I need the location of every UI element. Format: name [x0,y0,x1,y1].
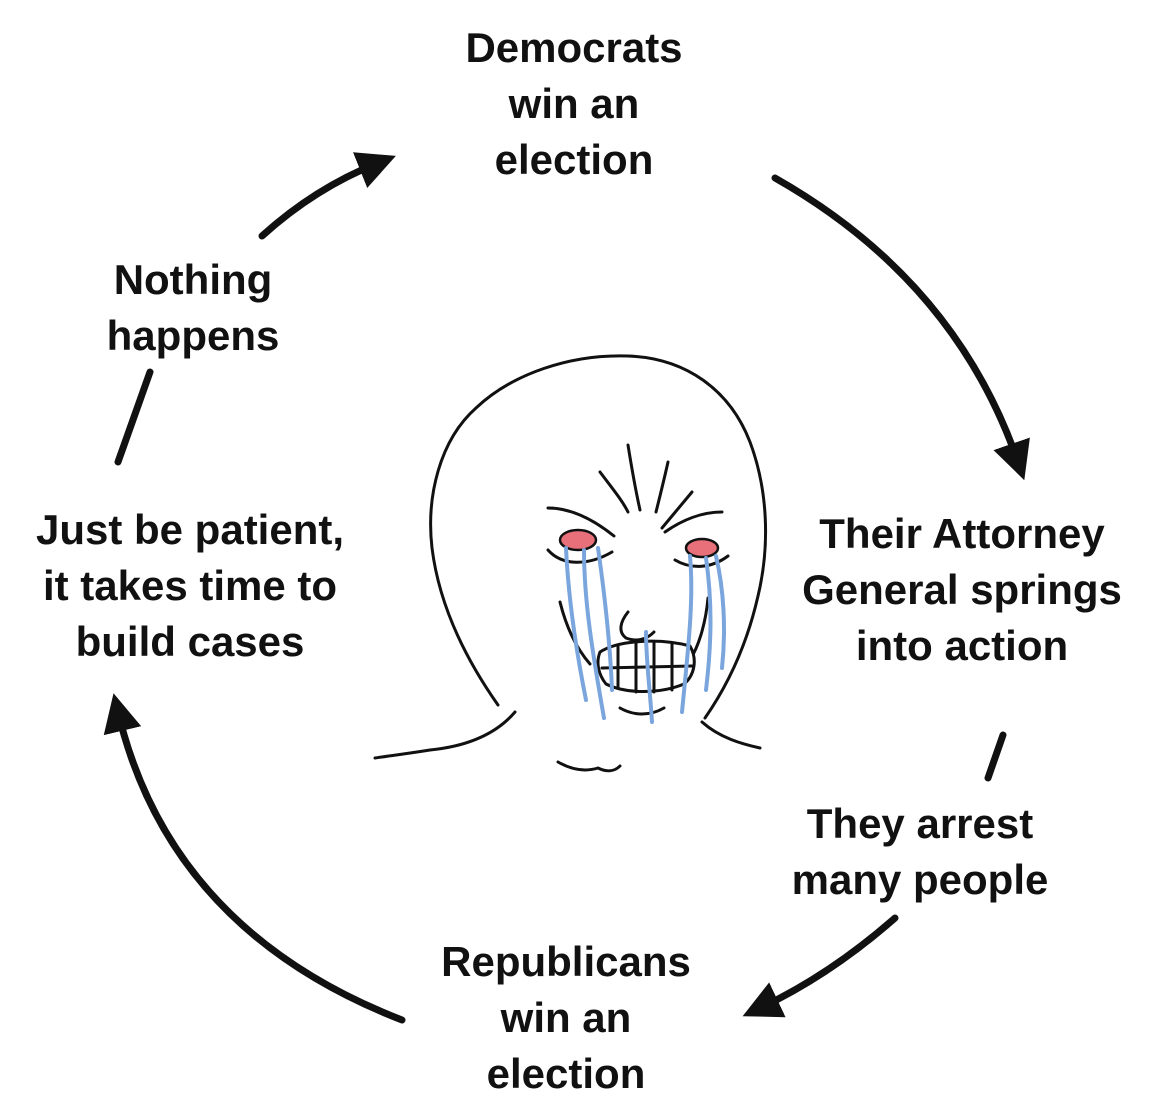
wojak-tear-7 [644,630,654,724]
wojak-tear-2 [582,548,606,720]
step-republicans-win-line-3: election [486,1050,646,1097]
arrow-arrests-to-republicans [742,914,899,1018]
step-republicans-win-line-2: win an [500,994,632,1041]
wojak-chin [618,706,666,716]
step-democrats-win-line-1: Democrats [465,24,683,71]
arrow-nothing-to-democrats [258,152,396,240]
arrow-democrats-to-attorney [771,174,1030,481]
arrow-patient-to-nothing [114,368,154,466]
wojak-left-eye-socket [546,548,614,564]
wojak-right-brow [663,510,724,534]
wojak-wrinkle-1 [598,470,630,514]
step-be-patient: Just be patient, it takes time to build … [36,502,344,670]
step-arrests-line-1: They arrest [806,800,1034,847]
step-attorney-general-line-3: into action [855,622,1069,669]
wojak-nose [619,610,656,642]
step-nothing-happens-line-2: happens [106,312,280,359]
step-be-patient-line-2: it takes time to [42,562,338,609]
step-democrats-win-line-2: win an [508,80,640,127]
wojak-right-eye-socket [673,554,730,568]
step-arrests-line-2: many people [791,856,1049,903]
step-nothing-happens: Nothing happens [107,252,280,364]
wojak-tear-5 [704,556,713,692]
wojak-wrinkle-3 [654,460,670,514]
step-attorney-general-line-2: General springs [802,566,1122,613]
wojak-left-eye [558,528,598,552]
step-republicans-win: Republicans win an election [441,934,691,1102]
wojak-tear-4 [680,554,694,714]
wojak-wrinkle-4 [660,490,694,530]
wojak-head-outline [429,354,768,720]
wojak-tear-6 [714,554,726,670]
wojak-left-cheek-line [558,600,592,666]
step-attorney-general-line-1: Their Attorney [819,510,1105,557]
step-democrats-win-line-3: election [494,136,654,183]
wojak-tear-1 [564,546,588,702]
step-be-patient-line-1: Just be patient, [35,506,345,553]
wojak-left-brow [546,506,616,538]
wojak-collarbone [556,760,622,773]
step-attorney-general: Their Attorney General springs into acti… [802,506,1122,674]
step-democrats-win: Democrats win an election [465,20,682,188]
wojak-right-eye [684,537,720,559]
step-be-patient-line-3: build cases [75,618,305,665]
wojak-wrinkle-2 [626,443,642,512]
wojak-tear-3 [596,546,614,692]
arrow-attorney-to-arrests [984,731,1007,782]
wojak-left-shoulder [373,710,517,760]
arrow-republicans-to-patient [103,693,406,1024]
step-nothing-happens-line-1: Nothing [113,256,273,303]
step-republicans-win-line-1: Republicans [441,938,691,985]
step-arrests: They arrest many people [792,796,1049,908]
wojak-right-shoulder [700,720,762,750]
